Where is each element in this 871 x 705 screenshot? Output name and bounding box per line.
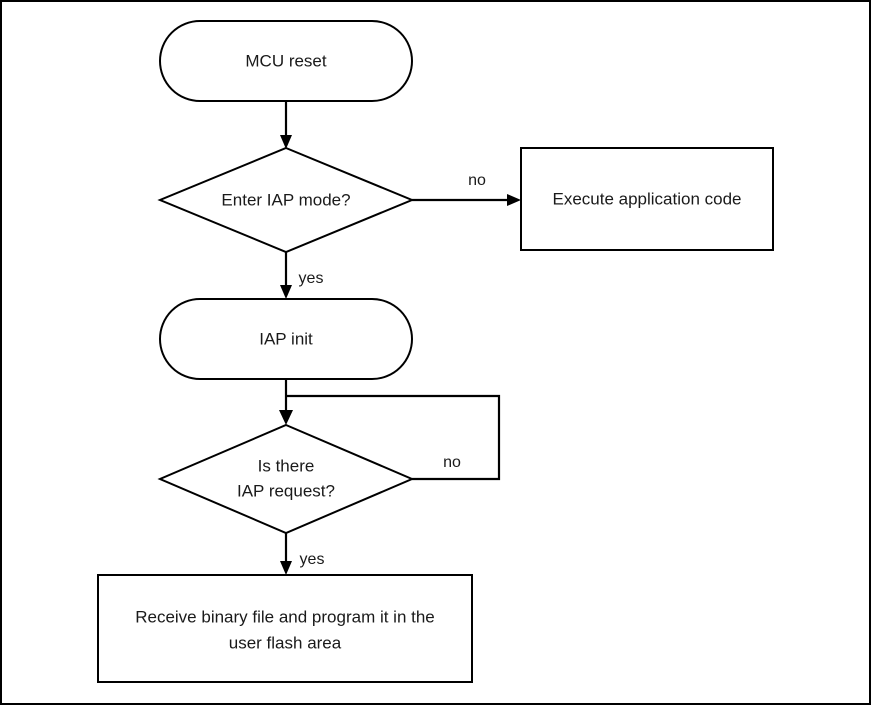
node-execute-application-code xyxy=(520,147,774,251)
node-is-there-iap-request-label-line1: Is there xyxy=(258,456,315,475)
node-receive-binary-file xyxy=(97,574,473,683)
node-is-there-iap-request-label-line2: IAP request? xyxy=(237,481,335,500)
arrowhead-iap-init-to-request xyxy=(279,410,293,425)
node-iap-init-label: IAP init xyxy=(259,329,313,348)
arrowhead-enter-iap-yes xyxy=(280,285,292,299)
edge-label-enter-iap-no: no xyxy=(468,172,486,189)
edge-label-iap-request-yes: yes xyxy=(300,551,325,568)
edge-label-iap-request-no: no xyxy=(443,454,461,471)
edge-label-enter-iap-yes: yes xyxy=(299,270,324,287)
node-mcu-reset-label: MCU reset xyxy=(245,51,327,70)
arrowhead-iap-request-yes xyxy=(280,561,292,575)
node-enter-iap-mode-label: Enter IAP mode? xyxy=(221,190,350,209)
node-is-there-iap-request xyxy=(157,423,415,535)
node-receive-binary-file-label-line1: Receive binary file and program it in th… xyxy=(135,607,435,626)
node-receive-binary-file-label-line2: user flash area xyxy=(229,633,342,652)
arrowhead-enter-iap-no xyxy=(507,194,521,206)
edge-iap-request-no-loop xyxy=(287,394,501,481)
node-execute-application-code-label: Execute application code xyxy=(552,189,741,208)
arrowhead-reset-to-enter-iap xyxy=(280,135,292,149)
